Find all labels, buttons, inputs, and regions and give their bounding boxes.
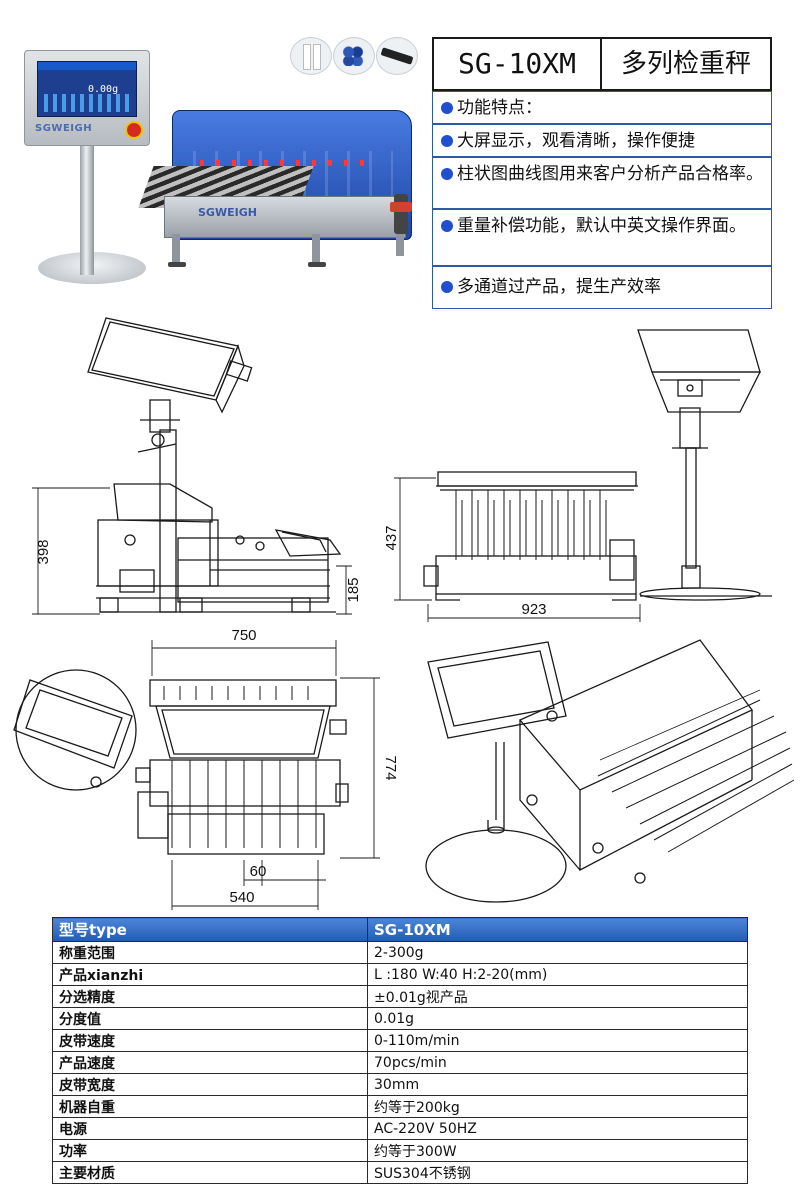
dim-top-width: 750 xyxy=(231,627,256,644)
dim-belt-span: 540 xyxy=(229,889,254,906)
wire-strip-icon xyxy=(376,37,418,75)
dim-lane-pitch: 60 xyxy=(250,863,267,880)
isometric-view-drawing xyxy=(425,639,795,903)
front-view-drawing xyxy=(394,471,641,622)
hmi-weight-readout: 0.00g xyxy=(88,84,119,95)
bullet-icon xyxy=(441,281,453,293)
title-box: SG-10XM 多列检重秤 xyxy=(432,37,772,91)
table-row: 分选精度±0.01g视产品 xyxy=(52,985,748,1008)
bullet-icon xyxy=(441,220,453,232)
indicator-lights xyxy=(200,160,370,166)
feature-item: 柱状图曲线图用来客户分析产品合格率。 xyxy=(432,157,772,209)
cylinder-pieces-icon xyxy=(290,37,332,75)
bullet-icon xyxy=(441,135,453,147)
dim-side-belt-height: 185 xyxy=(345,577,362,602)
table-row: 机器自重约等于200kg xyxy=(52,1095,748,1118)
feature-item: 大屏显示，观看清晰，操作便捷 xyxy=(432,124,772,157)
top-view-drawing xyxy=(135,640,380,910)
product-name: 多列检重秤 xyxy=(620,49,751,79)
spec-table-header: 型号type SG-10XM xyxy=(52,917,748,942)
spec-header-label: 型号type xyxy=(52,917,368,942)
emergency-stop-icon xyxy=(125,121,143,139)
dim-side-height: 398 xyxy=(35,539,52,564)
stand-view-drawing xyxy=(637,329,772,601)
side-view-drawing xyxy=(32,317,352,615)
bullet-icon xyxy=(441,102,453,114)
feature-item: 重量补偿功能，默认中英文操作界面。 xyxy=(432,209,772,266)
frame-brand-logo: SGWEIGH xyxy=(198,206,257,219)
feature-item: 多通道过产品，提生产效率 xyxy=(432,266,772,309)
dim-top-depth: 774 xyxy=(382,755,399,780)
table-row: 功率约等于300W xyxy=(52,1139,748,1162)
dim-front-height: 437 xyxy=(383,525,400,550)
spec-header-value: SG-10XM xyxy=(367,917,748,942)
dim-front-width: 923 xyxy=(521,601,546,618)
technical-drawings: 398 185 437 923 750 774 60 540 xyxy=(13,317,795,910)
bar-chart-icon xyxy=(44,94,130,112)
feature-heading: 功能特点： xyxy=(432,91,772,124)
model-title: SG-10XM xyxy=(434,39,602,89)
detail-view-drawing xyxy=(13,669,137,791)
air-filter-unit xyxy=(390,194,412,234)
brand-logo: SGWEIGH xyxy=(35,123,93,134)
hmi-screen: 0.00g xyxy=(37,61,137,117)
hmi-terminal: 0.00g SGWEIGH xyxy=(24,50,150,146)
stand-pole xyxy=(80,140,94,275)
bullet-icon xyxy=(441,168,453,180)
blue-parts-icon xyxy=(333,37,375,75)
machine-frame xyxy=(164,196,406,238)
